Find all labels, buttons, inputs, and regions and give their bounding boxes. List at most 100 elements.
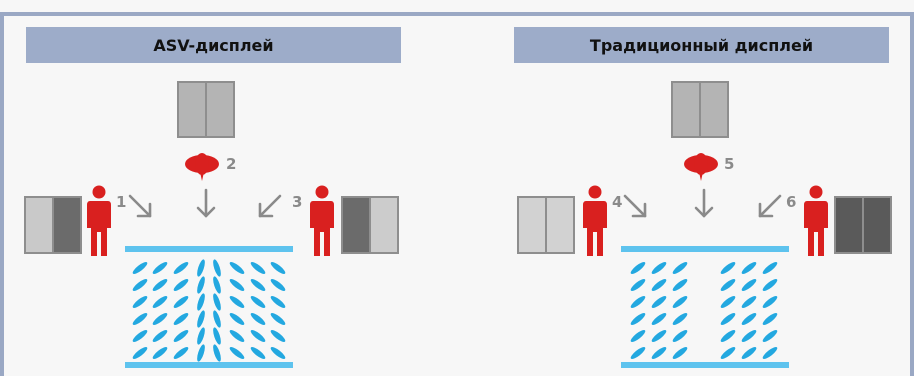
- liquid-crystal: [213, 293, 221, 311]
- liquid-crystal: [152, 313, 168, 325]
- liquid-crystal: [250, 262, 266, 274]
- liquid-crystal: [651, 279, 667, 291]
- liquid-crystal: [270, 262, 286, 274]
- liquid-crystal: [229, 330, 245, 342]
- liquid-crystal: [250, 347, 266, 359]
- liquid-crystal: [213, 327, 221, 345]
- liquid-crystal-layer: [630, 262, 778, 359]
- liquid-crystal-layer: [132, 259, 286, 362]
- liquid-crystal: [197, 310, 205, 328]
- eye-icon: [185, 153, 219, 181]
- liquid-crystal: [173, 330, 189, 342]
- arrow-down-icon: [694, 188, 714, 218]
- liquid-crystal: [229, 279, 245, 291]
- liquid-crystal: [762, 330, 778, 342]
- glass-bottom: [125, 362, 293, 368]
- liquid-crystal: [132, 296, 148, 308]
- liquid-crystal: [720, 279, 736, 291]
- liquid-crystal: [672, 330, 688, 342]
- liquid-crystal: [651, 347, 667, 359]
- liquid-crystal: [762, 279, 778, 291]
- liquid-crystal: [152, 279, 168, 291]
- liquid-crystal: [720, 330, 736, 342]
- frame-top-rule: [0, 12, 914, 16]
- liquid-crystal: [250, 296, 266, 308]
- liquid-crystal: [152, 330, 168, 342]
- liquid-crystal: [270, 296, 286, 308]
- liquid-crystal: [762, 347, 778, 359]
- viewer-label-4: 4: [612, 193, 622, 211]
- liquid-crystal: [630, 313, 646, 325]
- liquid-crystal: [630, 279, 646, 291]
- screen-left-asv: [24, 196, 82, 254]
- liquid-crystal: [173, 279, 189, 291]
- liquid-crystal: [173, 313, 189, 325]
- screen-front-traditional: [671, 81, 729, 138]
- liquid-crystal: [270, 330, 286, 342]
- liquid-crystal: [672, 279, 688, 291]
- liquid-crystal: [741, 279, 757, 291]
- liquid-crystal: [250, 330, 266, 342]
- liquid-crystal: [197, 276, 205, 294]
- screen-left-traditional: [517, 196, 575, 254]
- frame-left-rule: [0, 12, 4, 376]
- liquid-crystal: [720, 313, 736, 325]
- liquid-crystal: [229, 296, 245, 308]
- liquid-crystal: [197, 344, 205, 362]
- liquid-crystal: [651, 313, 667, 325]
- liquid-crystal: [762, 296, 778, 308]
- liquid-crystal: [213, 276, 221, 294]
- screen-right-traditional: [834, 196, 892, 254]
- eye-icon: [684, 153, 718, 181]
- liquid-crystal: [630, 330, 646, 342]
- liquid-crystal: [213, 310, 221, 328]
- liquid-crystal: [152, 262, 168, 274]
- liquid-crystal: [762, 313, 778, 325]
- liquid-crystal: [250, 313, 266, 325]
- liquid-crystal: [720, 347, 736, 359]
- panel-title-asv: ASV-дисплей: [26, 27, 401, 63]
- arrow-diag-icon: [258, 194, 282, 218]
- liquid-crystal: [630, 296, 646, 308]
- liquid-crystal: [741, 330, 757, 342]
- glass-top: [621, 246, 789, 252]
- liquid-crystal: [132, 330, 148, 342]
- liquid-crystal: [630, 347, 646, 359]
- liquid-crystal: [173, 296, 189, 308]
- liquid-crystal: [250, 279, 266, 291]
- panel-title-traditional: Традиционный дисплей: [514, 27, 889, 63]
- liquid-crystal: [152, 347, 168, 359]
- liquid-crystal: [132, 262, 148, 274]
- liquid-crystal: [672, 296, 688, 308]
- liquid-crystal: [672, 262, 688, 274]
- liquid-crystal: [720, 262, 736, 274]
- viewer-label-1: 1: [116, 193, 126, 211]
- liquid-crystal: [270, 279, 286, 291]
- liquid-crystal: [229, 262, 245, 274]
- liquid-crystal: [270, 347, 286, 359]
- arrow-diag-icon: [623, 194, 647, 218]
- liquid-crystal: [173, 262, 189, 274]
- liquid-crystal: [741, 313, 757, 325]
- viewer-label-5: 5: [724, 155, 734, 173]
- liquid-crystal: [720, 296, 736, 308]
- liquid-crystal: [229, 313, 245, 325]
- liquid-crystal: [672, 347, 688, 359]
- liquid-crystal: [213, 259, 221, 277]
- glass-top: [125, 246, 293, 252]
- liquid-crystal: [270, 313, 286, 325]
- arrow-diag-icon: [128, 194, 152, 218]
- viewer-label-2: 2: [226, 155, 236, 173]
- glass-bottom: [621, 362, 789, 368]
- liquid-crystal: [630, 262, 646, 274]
- panel-traditional: 5 4 6: [517, 81, 892, 368]
- panel-asv: 2 1 3: [24, 81, 399, 368]
- liquid-crystal: [173, 347, 189, 359]
- liquid-crystal: [229, 347, 245, 359]
- liquid-crystal: [651, 296, 667, 308]
- person-icon: [583, 185, 607, 256]
- screen-front-asv: [177, 81, 235, 138]
- arrow-down-icon: [196, 188, 216, 218]
- liquid-crystal: [132, 313, 148, 325]
